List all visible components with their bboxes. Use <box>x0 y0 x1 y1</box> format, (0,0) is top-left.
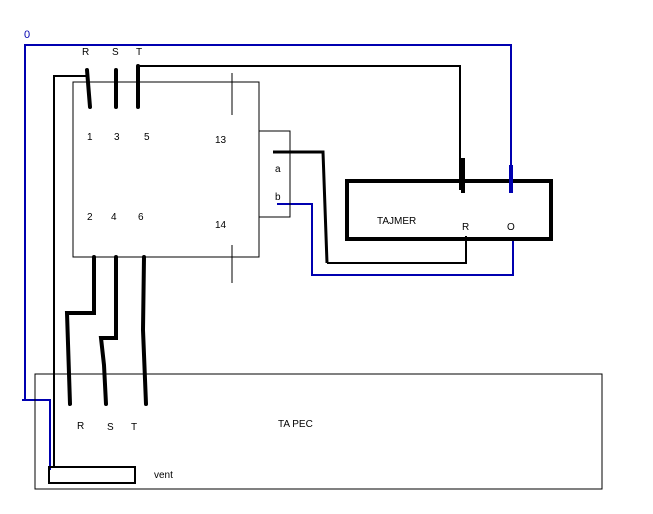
terminal-3: 3 <box>114 132 120 143</box>
timer-supply-wire <box>138 65 461 190</box>
fan-label: vent <box>154 470 173 481</box>
furnace-label: TA PEC <box>278 419 313 430</box>
supply-contacts <box>85 64 140 109</box>
terminal-13: 13 <box>215 135 227 146</box>
aux-contact-b: b <box>275 192 281 203</box>
timer-label: TAJMER <box>377 216 416 227</box>
contactor-body <box>72 81 260 258</box>
aux-a-wire <box>273 150 329 264</box>
furnace-box <box>34 373 603 490</box>
terminal-14: 14 <box>215 220 227 231</box>
terminal-4: 4 <box>111 212 117 223</box>
supply-label-s: S <box>112 47 119 58</box>
timer-r-wire <box>327 236 467 264</box>
aux-contact-a: a <box>275 164 281 175</box>
furnace-phase-t: T <box>131 422 137 433</box>
furnace-phase-s: S <box>107 422 114 433</box>
timer-terminal-r: R <box>462 222 469 233</box>
load-wires <box>64 255 148 406</box>
terminal-2: 2 <box>87 212 93 223</box>
terminal-5: 5 <box>144 132 150 143</box>
neutral-label: 0 <box>24 29 30 41</box>
timer-box <box>345 179 553 241</box>
neutral-wire <box>22 44 514 470</box>
fan-box <box>48 466 136 484</box>
timer-terminal-o: O <box>507 222 515 233</box>
supply-label-t: T <box>136 47 142 58</box>
aux-contact-block <box>259 130 291 218</box>
supply-label-r: R <box>82 47 89 58</box>
furnace-phase-r: R <box>77 421 84 432</box>
terminal-6: 6 <box>138 212 144 223</box>
terminal-1: 1 <box>87 132 93 143</box>
fan-phase-wire <box>53 75 87 468</box>
